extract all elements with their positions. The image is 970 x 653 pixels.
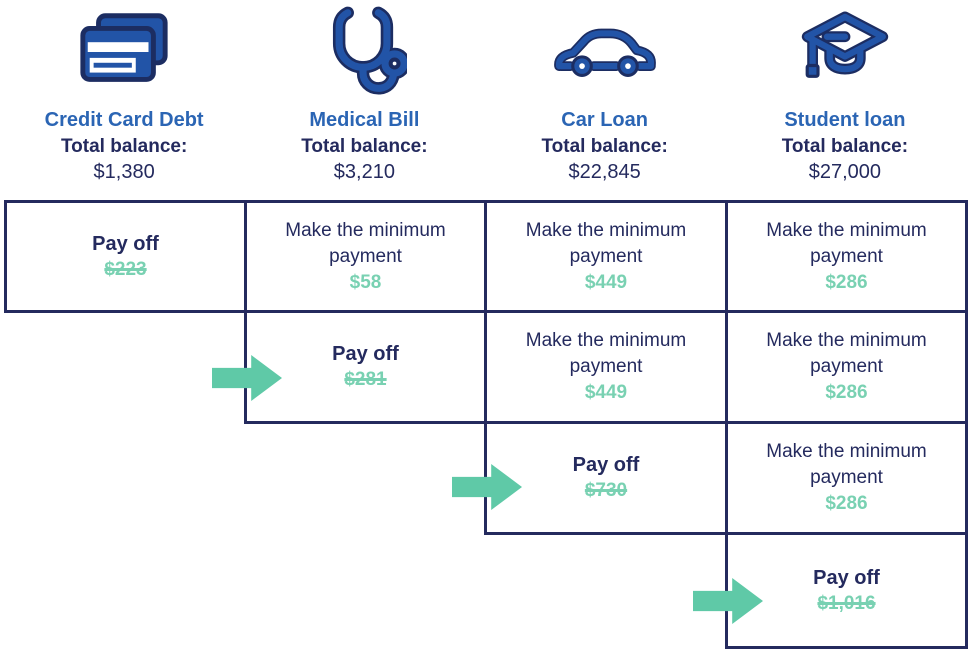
step1-payoff-cell: Pay off $223 <box>4 200 247 313</box>
payoff-amount: $1,016 <box>817 592 876 614</box>
balance-label: Total balance: <box>301 136 428 157</box>
step2-minimum-cell-car-loan: Make the minimum payment $449 <box>484 310 728 424</box>
payoff-label: Pay off <box>92 232 159 255</box>
minimum-label: Make the minimum payment <box>525 219 687 267</box>
credit-cards-icon <box>75 0 173 103</box>
minimum-label: Make the minimum payment <box>766 330 927 377</box>
balance-label: Total balance: <box>541 136 668 157</box>
step2-payoff-cell: Pay off $281 <box>244 310 487 424</box>
minimum-label: Make the minimum payment <box>285 219 446 267</box>
stethoscope-icon <box>321 0 408 103</box>
graduation-cap-icon <box>800 0 890 103</box>
step1-minimum-cell-medical-bill: Make the minimum payment $58 <box>244 200 487 313</box>
minimum-amount: $58 <box>349 271 382 293</box>
balance-label: Total balance: <box>781 136 909 157</box>
minimum-amount: $286 <box>825 382 868 403</box>
debt-title: Car Loan <box>561 109 648 131</box>
step1-minimum-cell-student-loan: Make the minimum payment $286 <box>725 200 968 313</box>
payoff-label: Pay off <box>332 343 399 365</box>
balance-label: Total balance: <box>60 136 188 157</box>
balance-amount: $1,380 <box>93 161 155 183</box>
minimum-amount: $449 <box>584 271 628 293</box>
car-icon <box>552 0 658 103</box>
minimum-amount: $286 <box>825 493 868 514</box>
minimum-label: Make the minimum payment <box>766 219 927 267</box>
balance-amount: $27,000 <box>808 161 882 183</box>
payoff-label: Pay off <box>813 566 880 589</box>
debt-column-credit-card: Credit Card Debt Total balance: $1,380 <box>4 0 244 185</box>
balance-amount: $22,845 <box>568 161 641 183</box>
debt-title: Credit Card Debt <box>44 109 204 131</box>
step3-minimum-cell-student-loan: Make the minimum payment $286 <box>725 421 968 535</box>
minimum-label: Make the minimum payment <box>525 330 687 377</box>
minimum-label: Make the minimum payment <box>766 441 927 488</box>
minimum-amount: $449 <box>584 382 628 403</box>
minimum-amount: $286 <box>825 271 868 293</box>
debt-title: Student loan <box>784 109 906 131</box>
step2-minimum-cell-student-loan: Make the minimum payment $286 <box>725 310 968 424</box>
step1-minimum-cell-car-loan: Make the minimum payment $449 <box>484 200 728 313</box>
payoff-label: Pay off <box>572 454 640 476</box>
payoff-amount: $281 <box>344 369 387 390</box>
balance-amount: $3,210 <box>333 161 395 183</box>
debt-columns-header: Credit Card Debt Total balance: $1,380 <box>4 0 965 185</box>
step3-payoff-cell: Pay off $730 <box>484 421 728 535</box>
debt-column-car-loan: Car Loan Total balance: $22,845 <box>485 0 725 185</box>
payoff-amount: $223 <box>104 258 147 280</box>
payoff-amount: $730 <box>584 480 628 501</box>
debt-column-student-loan: Student loan Total balance: $27,000 <box>725 0 965 185</box>
debt-title: Medical Bill <box>309 109 420 131</box>
step4-payoff-cell: Pay off $1,016 <box>725 532 968 649</box>
debt-column-medical-bill: Medical Bill Total balance: $3,210 <box>244 0 484 185</box>
